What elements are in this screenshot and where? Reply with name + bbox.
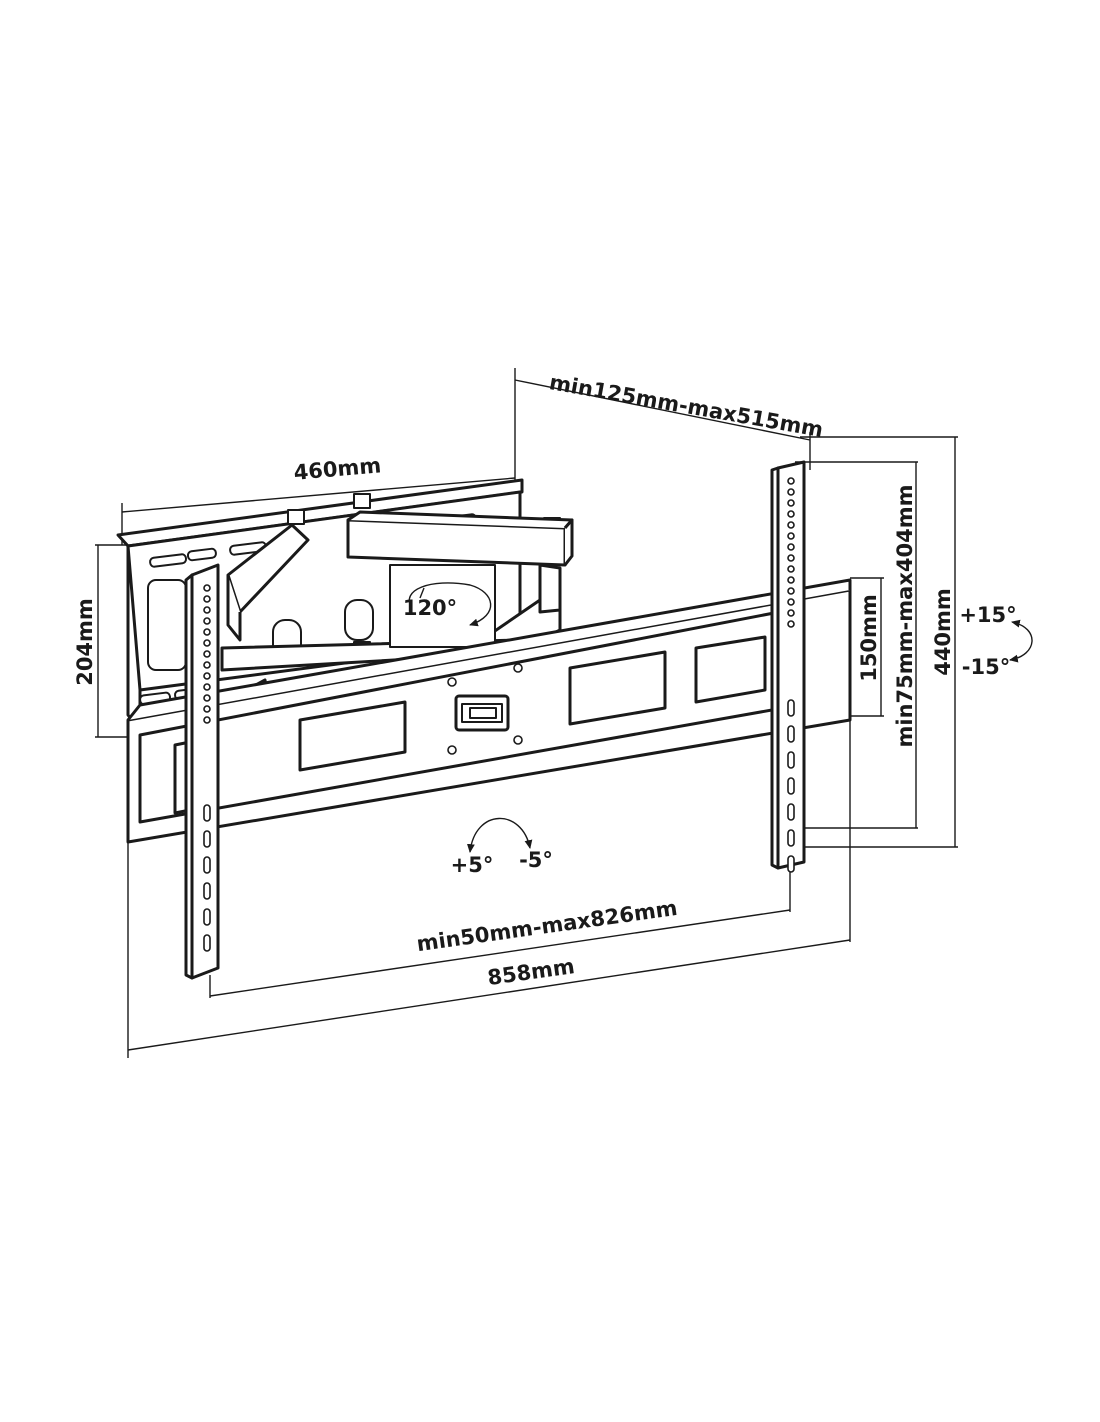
vesa-bracket-right <box>770 460 806 873</box>
tilt-rotation-icon <box>1009 619 1033 663</box>
vesa-vertical-small-label: 150mm <box>857 594 881 682</box>
mounting-slot <box>787 777 795 795</box>
mounting-hole <box>203 716 211 724</box>
mounting-hole <box>787 554 795 562</box>
mounting-slot <box>203 882 211 900</box>
tilt-up-label: +15° <box>959 603 1016 627</box>
mounting-hole <box>787 576 795 584</box>
mounting-slot <box>203 908 211 926</box>
mounting-hole <box>203 595 211 603</box>
mounting-hole <box>787 521 795 529</box>
vesa-horizontal-label: min50mm-max826mm <box>415 896 679 956</box>
mounting-hole <box>787 499 795 507</box>
mounting-hole <box>203 683 211 691</box>
mounting-hole <box>203 639 211 647</box>
mounting-hole <box>787 510 795 518</box>
mounting-slot <box>787 699 795 717</box>
mounting-hole <box>203 617 211 625</box>
mounting-hole <box>787 609 795 617</box>
mounting-hole <box>787 532 795 540</box>
level-rotation-icon <box>466 817 533 853</box>
mounting-hole <box>203 705 211 713</box>
mounting-slot <box>203 804 211 822</box>
overall-height-label: 440mm <box>931 588 955 676</box>
mounting-hole <box>203 584 211 592</box>
mounting-slot <box>787 829 795 847</box>
tv-rail <box>126 578 852 844</box>
swivel-rotation-icon <box>408 582 492 627</box>
mounting-hole <box>787 543 795 551</box>
mounting-slot <box>787 855 795 873</box>
mounting-hole <box>787 477 795 485</box>
mounting-hole <box>787 598 795 606</box>
tilt-down-label: -15° <box>962 655 1010 679</box>
mounting-hole <box>203 628 211 636</box>
mounting-hole <box>787 565 795 573</box>
dimension-lines <box>95 368 958 1058</box>
swivel-angle-label: 120° <box>403 596 457 620</box>
mounting-hole <box>787 488 795 496</box>
mounting-slot <box>787 803 795 821</box>
rail-screws <box>447 663 523 755</box>
mounting-slot <box>203 856 211 874</box>
mounting-slot <box>203 830 211 848</box>
mounting-hole <box>203 672 211 680</box>
mounting-hole <box>787 587 795 595</box>
vesa-bracket-left <box>184 563 220 980</box>
mounting-hole <box>787 620 795 628</box>
mounting-hole <box>203 650 211 658</box>
mounting-slot <box>787 751 795 769</box>
mounting-slot <box>787 725 795 743</box>
wall-plate-width-label: 460mm <box>293 453 382 485</box>
mounting-hole <box>203 606 211 614</box>
rotate-plus-label: +5° <box>451 853 494 877</box>
overall-width-label: 858mm <box>486 954 576 990</box>
mounting-hole <box>203 694 211 702</box>
wall-plate-height-label: 204mm <box>73 598 97 686</box>
center-lock-icon <box>454 694 510 732</box>
mounting-slot <box>203 934 211 952</box>
vesa-vertical-label: min75mm-max404mm <box>893 485 917 748</box>
arm-extension-label: min125mm-max515mm <box>547 370 824 442</box>
mounting-hole <box>203 661 211 669</box>
rotate-minus-label: -5° <box>519 848 553 872</box>
